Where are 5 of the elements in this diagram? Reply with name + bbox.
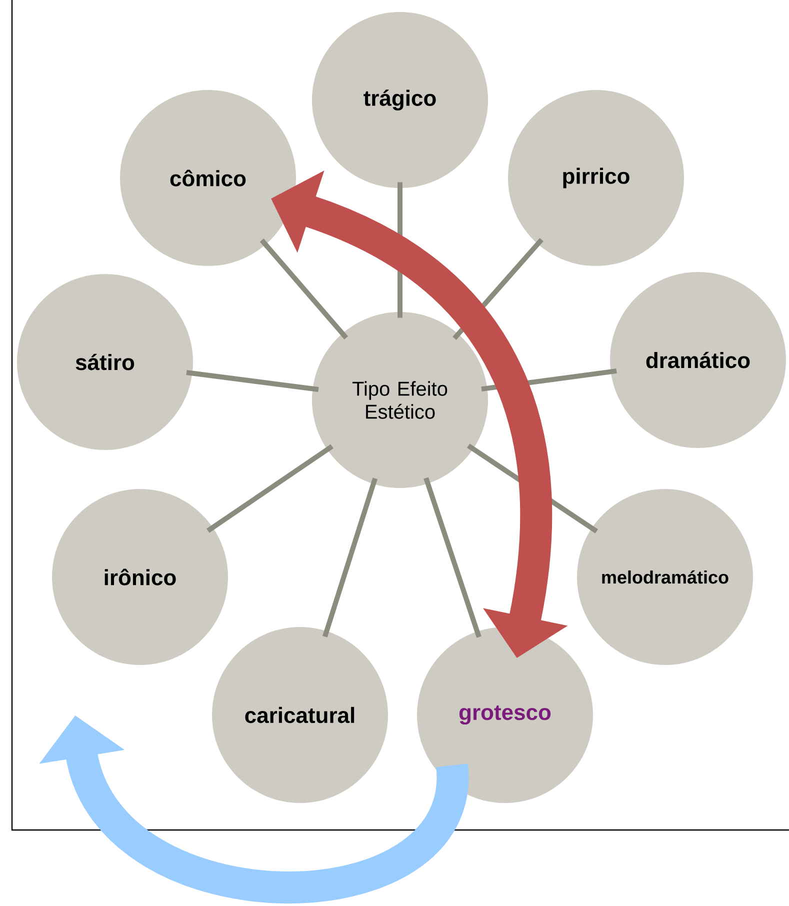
- spoke-line: [260, 238, 348, 340]
- spoke-line: [424, 477, 482, 638]
- spoke-line: [322, 478, 378, 638]
- spoke-line: [206, 444, 334, 533]
- spoke-line: [186, 370, 319, 392]
